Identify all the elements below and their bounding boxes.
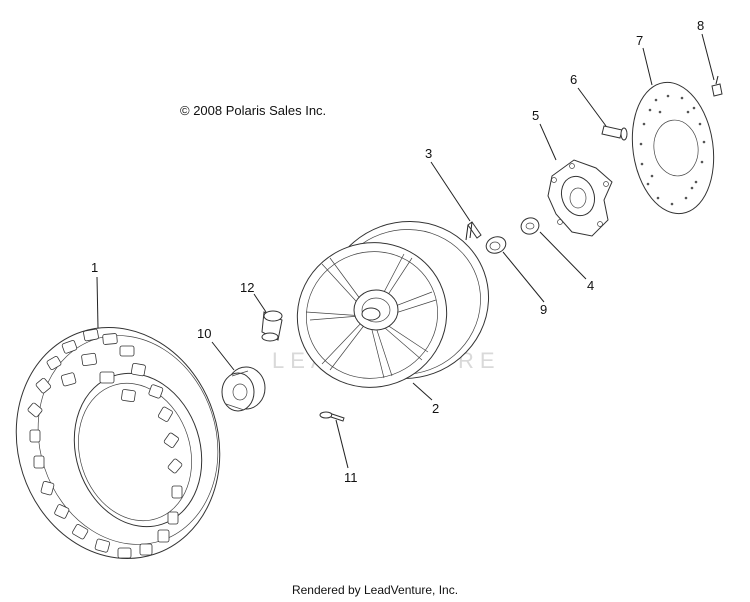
callout-9: 9 <box>540 302 547 317</box>
wheel-spokes <box>305 253 437 379</box>
callout-4: 4 <box>587 278 594 293</box>
washer-part[interactable] <box>519 215 541 236</box>
valve-bolt-part[interactable] <box>319 411 345 422</box>
stud-bolt-part[interactable] <box>601 125 628 141</box>
plug-part[interactable] <box>261 310 283 342</box>
callout-5: 5 <box>532 108 539 123</box>
tire-tread-lugs <box>27 328 183 559</box>
callout-8: 8 <box>697 18 704 33</box>
castle-nut-part[interactable] <box>484 234 508 256</box>
brake-disc-part[interactable] <box>624 77 722 219</box>
callout-1: 1 <box>91 260 98 275</box>
callout-2: 2 <box>432 401 439 416</box>
wheel-hub-part[interactable] <box>547 159 613 237</box>
brake-disc-holes <box>639 94 706 206</box>
leader-lines <box>96 33 715 469</box>
callout-6: 6 <box>570 72 577 87</box>
callout-3: 3 <box>425 146 432 161</box>
callout-7: 7 <box>636 33 643 48</box>
hub-cap-part[interactable] <box>221 366 266 412</box>
render-credit: Rendered by LeadVenture, Inc. <box>291 583 459 597</box>
bolt-part[interactable] <box>711 75 723 97</box>
cotter-pin-part[interactable] <box>465 221 482 241</box>
callout-numbers: 1 2 3 4 5 6 7 8 9 10 11 12 <box>91 18 704 485</box>
callout-11: 11 <box>344 470 358 485</box>
copyright-notice: © 2008 Polaris Sales Inc. <box>180 103 327 118</box>
wheel-rim-part[interactable] <box>277 199 511 409</box>
tire-part[interactable] <box>0 301 249 585</box>
callout-12: 12 <box>240 280 254 295</box>
callout-10: 10 <box>197 326 211 341</box>
